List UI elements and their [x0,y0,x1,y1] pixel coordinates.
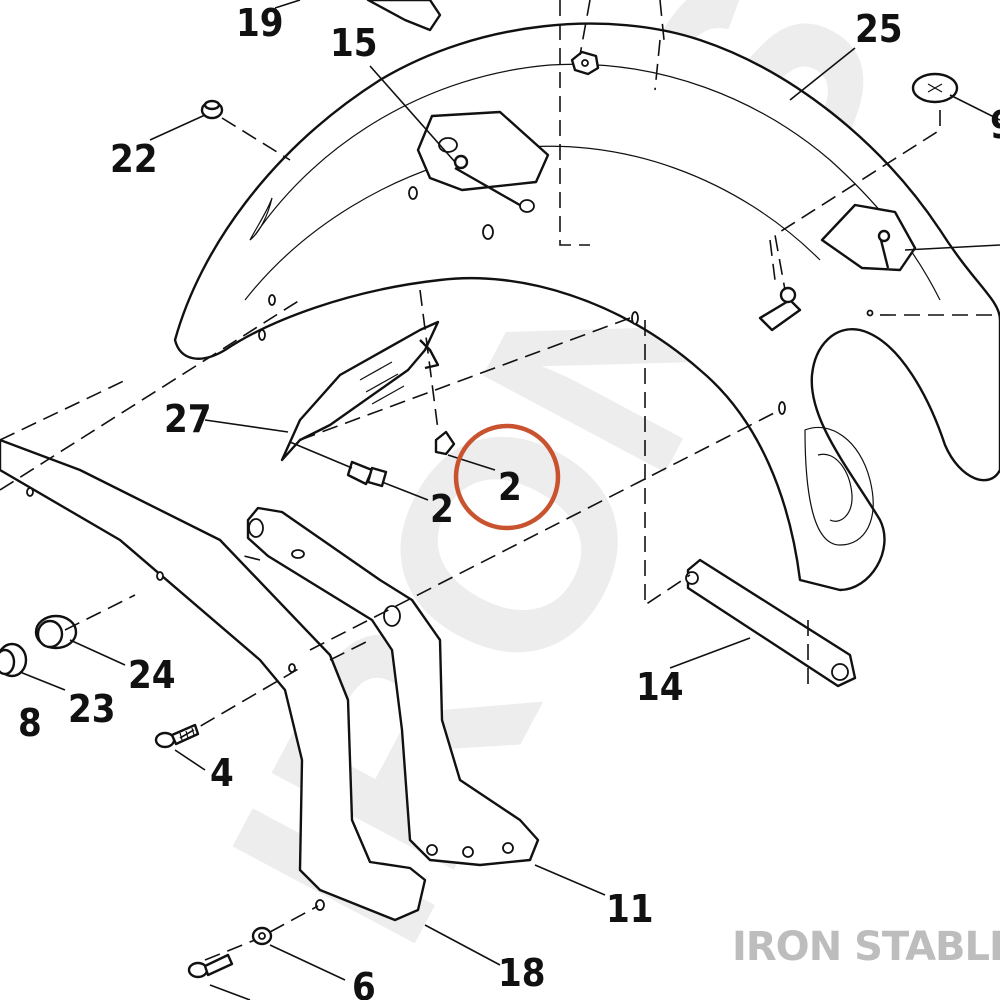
bracket-27 [280,320,440,462]
top-nut [570,50,600,76]
callout-27: 27 [164,397,212,441]
fender-hole [482,224,494,240]
fender-vent-slot [249,197,273,241]
fender-hole [631,311,639,325]
callout-4: 4 [210,751,234,795]
mount-plate-15 [416,110,550,213]
fender-skirt-panel [804,426,874,546]
screw-bottom [187,953,234,979]
callout-6: 6 [352,965,376,1000]
brand-watermark: IRON STABLE [732,924,1000,970]
fender-hole [778,401,786,415]
screw-4 [154,723,200,749]
callout-23: 23 [68,687,116,731]
grommet-22 [200,99,224,120]
side-rail [0,438,427,922]
fender-body [173,22,1000,592]
fender-hole [268,294,276,306]
callout-9: 9 [990,103,1000,147]
callout-11: 11 [606,887,654,931]
fender-hole [866,309,874,317]
fender-hole [408,186,418,200]
strut-14 [685,558,857,688]
callout-15: 15 [330,21,378,65]
callout-22: 22 [110,137,158,181]
fender-clip [758,286,802,332]
callout-19: 19 [236,1,284,45]
assembly-guide-lines [0,0,1000,961]
callout-2-highlighted: 2 [498,465,522,509]
callout-18: 18 [498,951,546,995]
grommet-24 [34,614,78,650]
support-strut-11 [246,506,540,867]
callout-2-lower: 2 [430,487,454,531]
grommet-23 [0,642,28,678]
fender-skirt-inner [817,453,853,522]
callout-24: 24 [128,653,176,697]
callout-25: 25 [855,7,903,51]
washer-6 [251,926,273,946]
part-19-strip [366,0,442,32]
washer-9 [911,72,959,104]
highlight-circle [453,423,561,531]
callout-14: 14 [636,665,684,709]
callout-leader-lines [19,0,1000,1000]
fender-hole [258,329,266,341]
callout-labels: 19 15 25 22 27 2 2 24 23 8 4 14 11 18 6 … [18,1,1000,1000]
mount-plate-right [820,203,917,272]
bolt-2-lower [346,460,388,488]
bolt-2-circled-part [434,430,456,456]
callout-8: 8 [18,701,42,745]
